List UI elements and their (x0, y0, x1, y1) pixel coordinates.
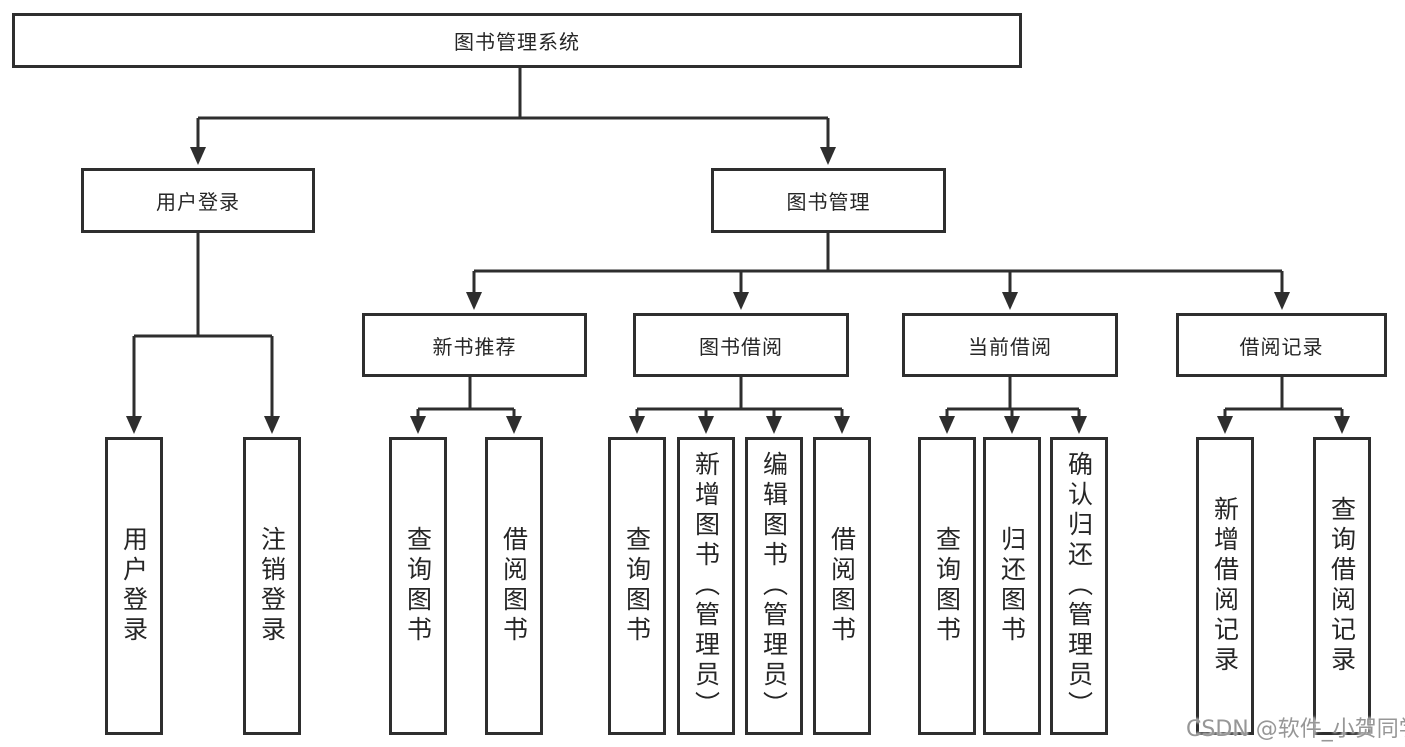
leaf-logout: 注销登录 (243, 437, 301, 735)
leaf-return-books: 归还图书 (983, 437, 1041, 735)
connector-line (134, 233, 272, 338)
arrowhead-icon (1071, 416, 1087, 434)
node-new-book-recommend: 新书推荐 (362, 313, 587, 377)
connector-line (637, 377, 842, 411)
node-current-borrowing: 当前借阅 (902, 313, 1118, 377)
leaf-confirm-return-admin: 确认归还（管理员） (1050, 437, 1108, 735)
leaf-borrow-books-recommend: 借阅图书 (485, 437, 543, 735)
arrowhead-icon (733, 292, 749, 310)
arrowhead-icon (1002, 292, 1018, 310)
arrowhead-icon (264, 416, 280, 434)
arrowhead-icon (190, 147, 206, 165)
connector-line (1225, 377, 1342, 411)
node-book-borrowing: 图书借阅 (633, 313, 849, 377)
arrowhead-icon (410, 416, 426, 434)
connector-line (418, 377, 514, 411)
arrowhead-icon (126, 416, 142, 434)
leaf-add-book-admin: 新增图书（管理员） (677, 437, 735, 735)
arrowhead-icon (939, 416, 955, 434)
leaf-query-books-current: 查询图书 (918, 437, 976, 735)
arrowhead-icon (766, 416, 782, 434)
watermark: CSDN @软件_小贺同学 (1186, 717, 1405, 742)
arrowhead-icon (1274, 292, 1290, 310)
leaf-add-borrow-record: 新增借阅记录 (1196, 437, 1254, 735)
arrowhead-icon (698, 416, 714, 434)
node-user-login: 用户登录 (81, 168, 315, 233)
leaf-user-login: 用户登录 (105, 437, 163, 735)
connector-line (947, 377, 1079, 411)
arrowhead-icon (820, 147, 836, 165)
leaf-query-books-borrow: 查询图书 (608, 437, 666, 735)
arrowhead-icon (1217, 416, 1233, 434)
arrowhead-icon (506, 416, 522, 434)
leaf-query-borrow-record: 查询借阅记录 (1313, 437, 1371, 735)
node-borrowing-records: 借阅记录 (1176, 313, 1387, 377)
arrowhead-icon (834, 416, 850, 434)
node-book-management: 图书管理 (711, 168, 946, 233)
connector-line (198, 68, 828, 120)
arrowhead-icon (466, 292, 482, 310)
leaf-edit-book-admin: 编辑图书（管理员） (745, 437, 803, 735)
leaf-query-books-recommend: 查询图书 (389, 437, 447, 735)
connector-line (474, 233, 1282, 273)
arrowhead-icon (629, 416, 645, 434)
arrowhead-icon (1004, 416, 1020, 434)
leaf-borrow-books: 借阅图书 (813, 437, 871, 735)
node-root-system: 图书管理系统 (12, 13, 1022, 68)
arrowhead-icon (1334, 416, 1350, 434)
